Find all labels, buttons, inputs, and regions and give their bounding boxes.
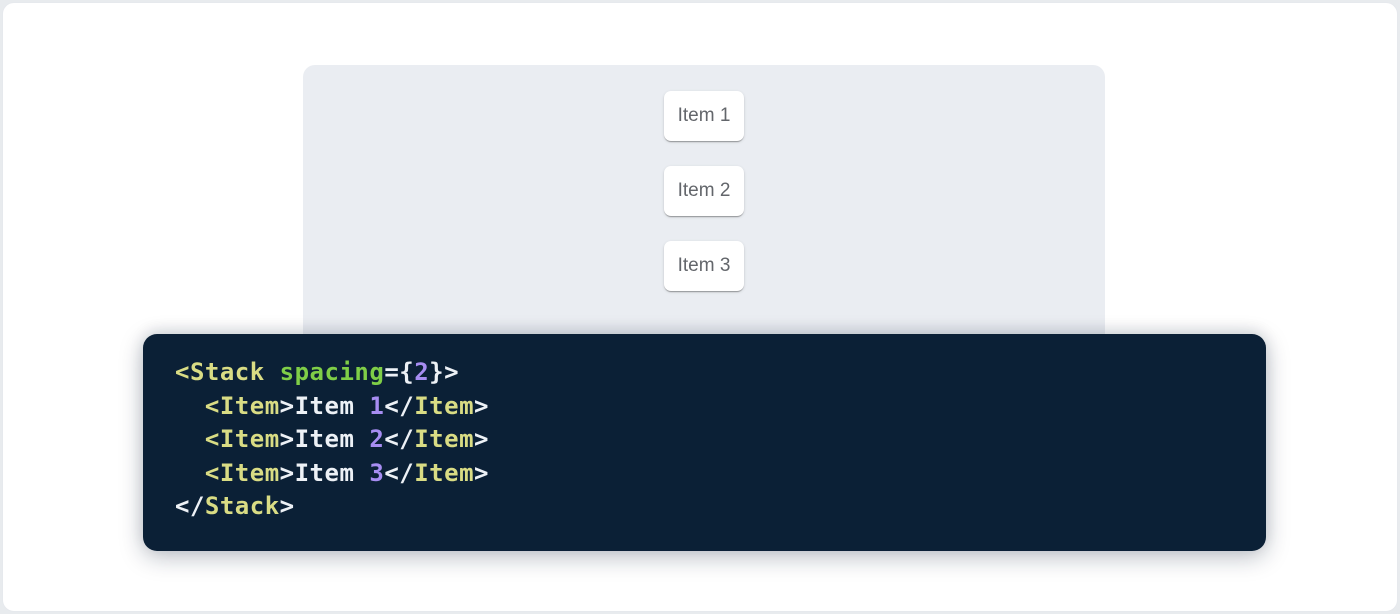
code-line: <Stack spacing={2}>: [175, 358, 460, 386]
stack-demo-panel: Item 1 Item 2 Item 3: [303, 65, 1105, 357]
stack-item-3: Item 3: [664, 241, 744, 291]
code-line: <Item>Item 3</Item>: [204, 458, 489, 487]
stack-item-1: Item 1: [664, 91, 744, 141]
code-line: </Stack>: [175, 492, 295, 520]
stack-item-2: Item 2: [664, 166, 744, 216]
code-line: <Item>Item 1</Item>: [204, 391, 489, 420]
code-snippet-block: <Stack spacing={2}> <Item>Item 1</Item> …: [143, 334, 1266, 551]
code-line: <Item>Item 2</Item>: [204, 425, 489, 453]
code-snippet: <Stack spacing={2}> <Item>Item 1</Item> …: [175, 356, 1230, 524]
